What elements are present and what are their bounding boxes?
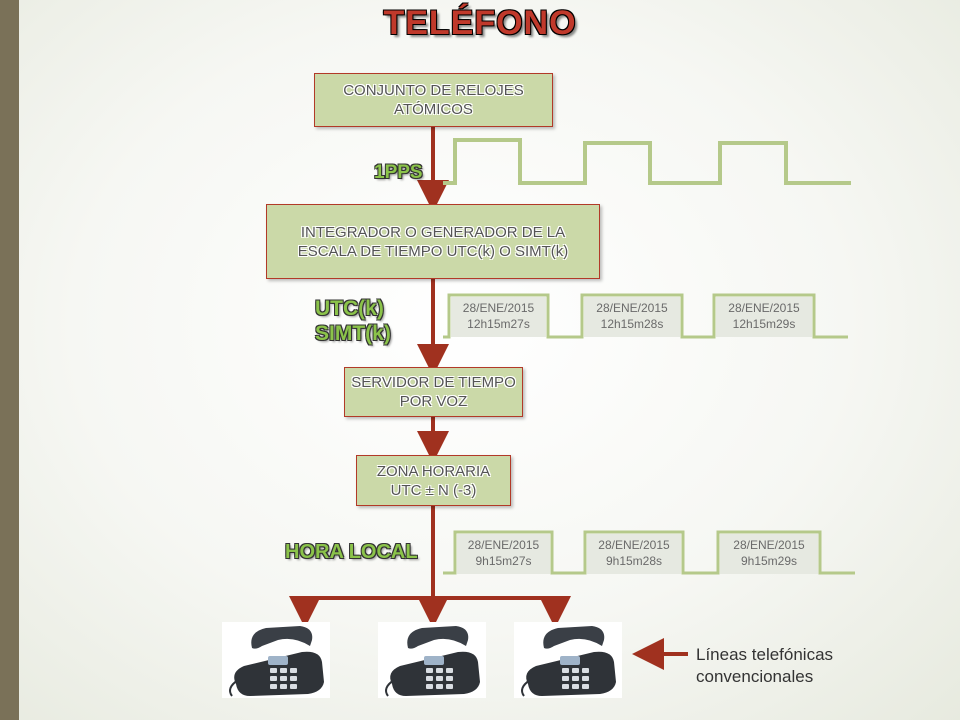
label-hora-local: HORA LOCAL xyxy=(285,541,418,563)
stamp-time: 12h15m27s xyxy=(467,317,530,331)
phone-distribution-bar xyxy=(303,596,557,612)
telephone-image xyxy=(222,622,330,698)
local-stamp: 28/ENE/2015 9h15m29s xyxy=(720,534,818,574)
left-accent-bar xyxy=(0,0,19,720)
utc-stamp: 28/ENE/2015 12h15m28s xyxy=(584,297,680,337)
label-utc: UTC(k) xyxy=(315,297,384,320)
zona-line-1: ZONA HORARIA xyxy=(376,462,491,480)
stamp-time: 9h15m29s xyxy=(740,554,798,568)
telephone-image xyxy=(378,622,486,698)
utc-stamp: 28/ENE/2015 12h15m27s xyxy=(451,297,546,337)
stamp-time: 12h15m29s xyxy=(732,317,796,331)
stamp-date: 28/ENE/2015 xyxy=(462,301,535,315)
telephone-image xyxy=(514,622,622,698)
box-relojes-atomicos: CONJUNTO DE RELOJES ATÓMICOS xyxy=(314,73,553,127)
stamp-date: 28/ENE/2015 xyxy=(728,301,800,315)
stamp-date: 28/ENE/2015 xyxy=(596,301,668,315)
zona-line-2: UTC ± N (-3) xyxy=(390,481,477,499)
stamp-date: 28/ENE/2015 xyxy=(598,538,670,552)
stamp-time: 9h15m28s xyxy=(605,554,663,568)
telephone-icon xyxy=(521,626,616,697)
local-stamp: 28/ENE/2015 9h15m27s xyxy=(457,534,550,574)
box-integrador: INTEGRADOR O GENERADOR DE LA ESCALA DE T… xyxy=(266,204,600,279)
box-zona-horaria: ZONA HORARIA UTC ± N (-3) xyxy=(356,455,511,506)
note-line-2: convencionales xyxy=(696,667,814,686)
stamp-time: 9h15m27s xyxy=(475,554,532,568)
page-title: TELÉFONO xyxy=(383,4,577,42)
telephone-icon xyxy=(229,626,324,697)
box-servidor-voz: SERVIDOR DE TIEMPO POR VOZ xyxy=(344,367,523,417)
utc-pulse-train xyxy=(443,293,848,339)
telephone-icon xyxy=(385,626,480,697)
local-stamp: 28/ENE/2015 9h15m28s xyxy=(587,534,681,574)
stamp-time: 12h15m28s xyxy=(600,317,664,331)
label-1pps: 1PPS xyxy=(374,162,423,183)
note-line-1: Líneas telefónicas xyxy=(696,645,834,664)
stamp-date: 28/ENE/2015 xyxy=(733,538,805,552)
note-lineas-telefonicas: Líneas telefónicas convencionales xyxy=(696,644,833,688)
utc-stamp: 28/ENE/2015 12h15m29s xyxy=(716,297,812,337)
local-pulse-train xyxy=(443,530,855,575)
label-simt: SIMT(k) xyxy=(315,322,391,345)
stamp-date: 28/ENE/2015 xyxy=(467,538,540,552)
pps-pulse-train xyxy=(443,138,851,185)
